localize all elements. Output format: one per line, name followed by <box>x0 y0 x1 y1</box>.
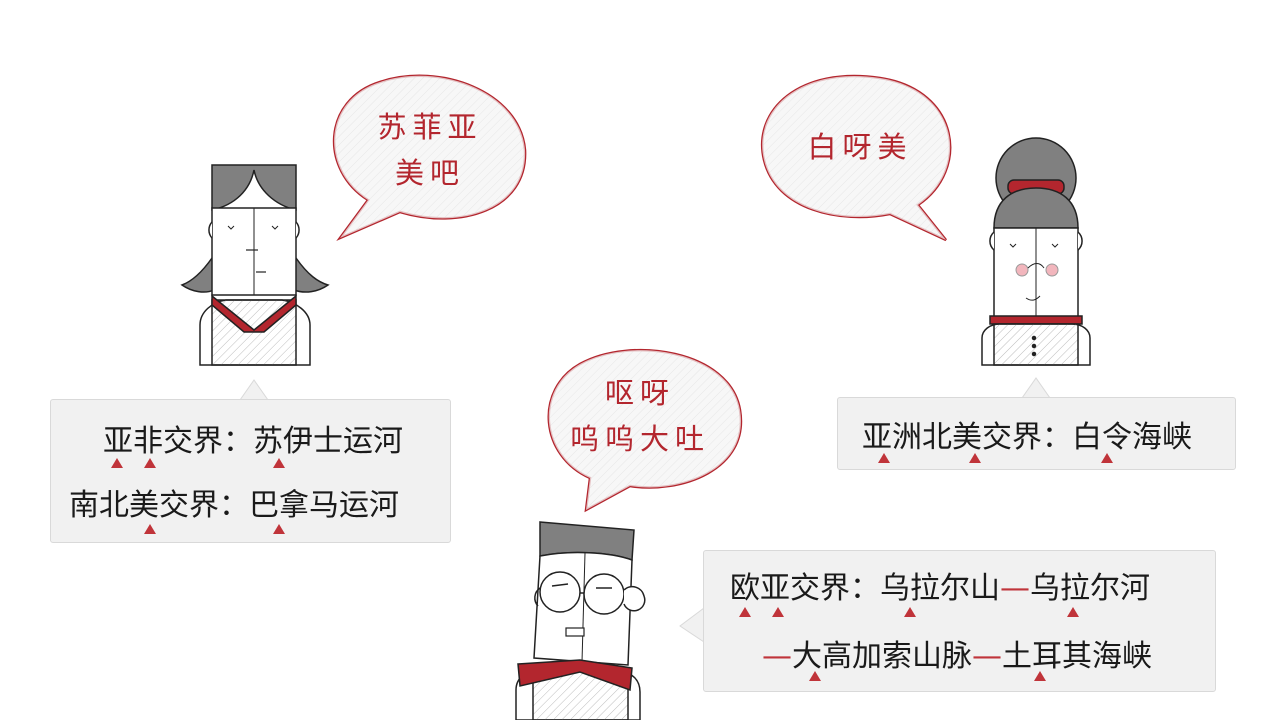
marker-triangle-icon <box>878 453 890 463</box>
marker-triangle-icon <box>144 524 156 534</box>
bubble-sophia-line1: 苏菲亚 <box>377 110 483 144</box>
callout-asia-north-america: 亚洲北美交界：白令海峡 <box>837 397 1236 470</box>
speech-bubble-baiyamei <box>761 74 952 242</box>
marker-triangle-icon <box>1101 453 1113 463</box>
callout-afro-asia-line1: 亚非交界：苏伊士运河 <box>103 416 403 460</box>
marker-triangle-icon <box>969 453 981 463</box>
asia-na-value: 白令海峡 <box>1072 420 1192 455</box>
americas-label: 南北美交界： <box>69 488 249 523</box>
bubble-sophia-line2: 美吧 <box>394 156 465 190</box>
marker-triangle-icon <box>273 524 285 534</box>
callout-pointer-euro-asia <box>679 607 705 643</box>
marker-triangle-icon <box>904 607 916 617</box>
callout-pointer-afro-asia <box>239 379 269 401</box>
glasses-man-character-icon <box>515 521 646 720</box>
marker-triangle-icon <box>1034 671 1046 681</box>
marker-triangle-icon <box>273 458 285 468</box>
callout-asia-na-line: 亚洲北美交界：白令海峡 <box>862 412 1192 456</box>
marker-triangle-icon <box>144 458 156 468</box>
bubble-text-sophia: 苏菲亚 美吧 <box>340 104 520 196</box>
euro-asia-part2: 乌拉尔河 <box>1030 571 1150 606</box>
euro-asia-part4: 土耳其海峡 <box>1002 639 1152 674</box>
marker-triangle-icon <box>111 458 123 468</box>
euro-asia-part3: 大高加索山脉 <box>792 639 972 674</box>
euro-asia-part1: 乌拉尔山 <box>880 571 1000 606</box>
asia-na-label: 亚洲北美交界： <box>862 420 1072 455</box>
callout-euro-asia-line1: 欧亚交界：乌拉尔山—乌拉尔河 <box>730 563 1150 607</box>
speech-bubble-ouya <box>547 348 743 513</box>
euro-asia-label: 欧亚交界： <box>730 571 880 606</box>
marker-triangle-icon <box>809 671 821 681</box>
marker-triangle-icon <box>772 607 784 617</box>
callout-afro-asia-line2: 南北美交界：巴拿马运河 <box>69 480 399 524</box>
bubble-text-baiyamei: 白呀美 <box>770 124 950 170</box>
bun-lady-character-icon <box>981 137 1091 366</box>
bubble-text-ouya: 呕呀 呜呜大吐 <box>545 370 735 462</box>
callout-afro-asia-americas: 亚非交界：苏伊士运河 南北美交界：巴拿马运河 <box>50 399 451 543</box>
afro-asia-value: 苏伊士运河 <box>253 424 403 459</box>
euro-asia-dash: — <box>1000 571 1030 606</box>
afro-asia-label: 亚非交界： <box>103 424 253 459</box>
marker-triangle-icon <box>739 607 751 617</box>
callout-pointer-asia-na <box>1021 377 1051 399</box>
speech-bubble-sophia <box>333 74 527 241</box>
callout-euro-asia-line2: —大高加索山脉—土耳其海峡 <box>762 631 1152 675</box>
americas-value: 巴拿马运河 <box>249 488 399 523</box>
bubble-baiyamei-line1: 白呀美 <box>807 130 913 164</box>
euro-asia-dash2: — <box>972 639 1002 674</box>
euro-asia-dash1: — <box>762 639 792 674</box>
bubble-ouya-line2: 呜呜大吐 <box>569 422 710 456</box>
woman-character-icon <box>180 164 330 366</box>
bubble-ouya-line1: 呕呀 <box>604 376 675 410</box>
callout-europe-asia: 欧亚交界：乌拉尔山—乌拉尔河 —大高加索山脉—土耳其海峡 <box>703 550 1216 692</box>
marker-triangle-icon <box>1067 607 1079 617</box>
